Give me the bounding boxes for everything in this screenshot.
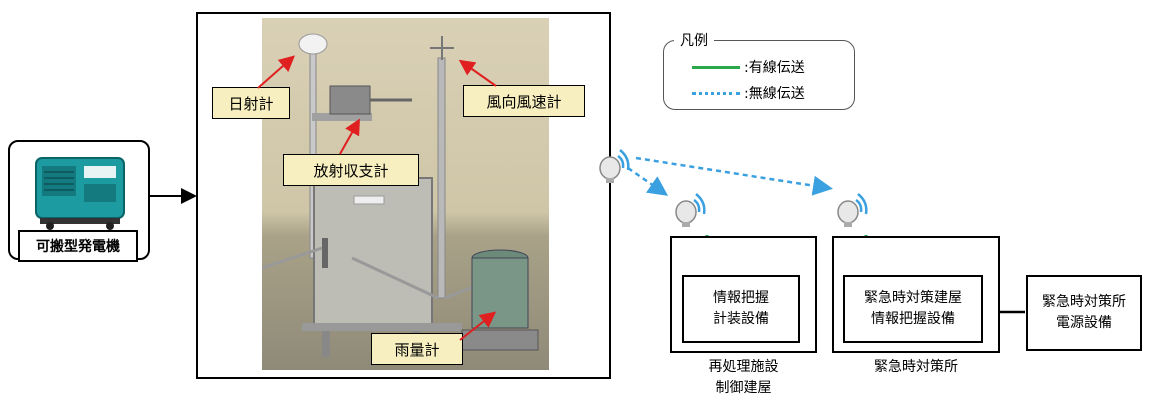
reprocessing-box-line2: 計装設備 — [713, 311, 769, 327]
antenna-icon — [837, 193, 868, 227]
pointer-pyranometer — [257, 55, 295, 89]
pointer-net-radiometer — [339, 118, 360, 155]
reprocessing-caption-line1: 再処理施設 — [708, 359, 779, 375]
generator-icon — [35, 157, 125, 230]
label-pyranometer: 日射計 — [212, 87, 290, 119]
generator-label: 可搬型発電機 — [18, 230, 138, 262]
label-anemometer: 風向風速計 — [463, 85, 585, 117]
label-rain-gauge: 雨量計 — [371, 333, 463, 365]
reprocessing-instrument-box: 情報把握 計装設備 — [682, 275, 800, 343]
wireless-line-swatch — [692, 91, 740, 95]
legend-title: 凡例 — [674, 30, 714, 50]
legend-wired-label: :有線伝送 — [744, 60, 805, 76]
legend: 凡例 :有線伝送 :無線伝送 — [663, 30, 855, 110]
pointer-anemometer — [458, 59, 497, 87]
station-illustration — [262, 33, 539, 357]
wired-line-swatch — [692, 65, 740, 69]
station-photo — [262, 18, 549, 370]
legend-wireless: :無線伝送 — [692, 83, 805, 103]
power-line1: 緊急時対策所 — [1042, 294, 1126, 310]
emergency-box-line2: 情報把握設備 — [871, 311, 955, 327]
reprocessing-box-line1: 情報把握 — [713, 290, 769, 306]
reprocessing-caption: 再処理施設 制御建屋 — [670, 357, 817, 399]
emergency-info-box: 緊急時対策建屋 情報把握設備 — [843, 275, 983, 343]
power-line2: 電源設備 — [1056, 315, 1112, 331]
wireless-link-reprocessing — [627, 166, 669, 196]
power-supply-box: 緊急時対策所 電源設備 — [1026, 275, 1142, 351]
reprocessing-caption-line2: 制御建屋 — [715, 380, 772, 396]
legend-wireless-label: :無線伝送 — [744, 86, 805, 102]
antenna-icon — [599, 149, 630, 183]
legend-wired: :有線伝送 — [692, 57, 805, 77]
emergency-caption: 緊急時対策所 — [874, 359, 958, 375]
antenna-icon — [675, 193, 706, 227]
emergency-box-line1: 緊急時対策建屋 — [864, 290, 962, 306]
label-net-radiometer: 放射収支計 — [283, 154, 419, 186]
pointer-rain-gauge — [459, 311, 497, 341]
